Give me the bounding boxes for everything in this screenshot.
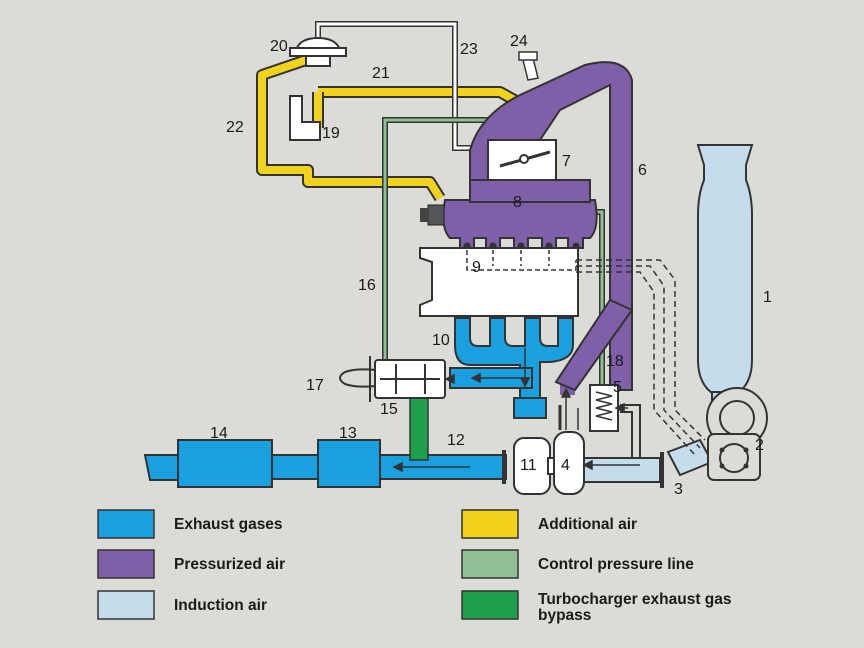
legend-label-bypass-2: bypass: [538, 607, 591, 624]
label-9: 9: [472, 259, 481, 276]
exhaust-pipe: [143, 397, 547, 484]
legend-swatch-control: [461, 549, 519, 579]
flow-arrows: [392, 348, 640, 473]
legend-label-additional: Additional air: [538, 516, 637, 533]
label-23: 23: [460, 41, 478, 58]
label-1: 1: [763, 289, 772, 306]
label-18: 18: [606, 353, 624, 370]
label-12: 12: [447, 432, 465, 449]
turbocharger: [513, 405, 585, 495]
intake-manifold: [442, 179, 598, 250]
legend-swatch-induction: [97, 590, 155, 620]
legend-label-induction: Induction air: [174, 597, 267, 614]
label-22: 22: [226, 119, 244, 136]
label-20: 20: [270, 38, 288, 55]
label-21: 21: [372, 65, 390, 82]
legend-label-exhaust: Exhaust gases: [174, 516, 283, 533]
label-15: 15: [380, 401, 398, 418]
label-16: 16: [358, 277, 376, 294]
line-23: [315, 21, 490, 151]
label-8: 8: [513, 194, 522, 211]
dashed-sensor-lines: [576, 259, 706, 456]
label-13: 13: [339, 425, 357, 442]
relief-valve: [589, 384, 641, 458]
label-10: 10: [432, 332, 450, 349]
air-filter: [696, 144, 754, 411]
exhaust-manifold: [449, 317, 574, 399]
label-3: 3: [674, 481, 683, 498]
legend-additional: Additional air: [461, 509, 637, 539]
legend-swatch-bypass: [461, 590, 519, 620]
muffler-13: [317, 439, 381, 488]
label-11: 11: [520, 457, 537, 474]
legend-exhaust: Exhaust gases: [97, 509, 283, 539]
label-14: 14: [210, 425, 228, 442]
engine-block: [419, 247, 579, 317]
cap-24: [518, 51, 539, 81]
label-2: 2: [755, 437, 764, 454]
label-24: 24: [510, 33, 528, 50]
induction-duct: [579, 438, 714, 488]
legend-swatch-pressurized: [97, 549, 155, 579]
legend-bypass: Turbocharger exhaust gas bypass: [461, 590, 732, 624]
vacuum-actuator-20: [289, 36, 347, 67]
throttle-body: [487, 139, 557, 181]
label-6: 6: [638, 162, 647, 179]
legend-label-pressurized: Pressurized air: [174, 556, 285, 573]
label-7: 7: [562, 153, 571, 170]
legend-induction: Induction air: [97, 590, 267, 620]
legend: Exhaust gases Pressurized air Induction …: [97, 509, 732, 624]
turbo-inlet-housing: [706, 387, 768, 481]
legend-swatch-additional: [461, 509, 519, 539]
legend-pressurized: Pressurized air: [97, 549, 285, 579]
legend-control: Control pressure line: [461, 549, 694, 579]
label-19: 19: [322, 125, 340, 142]
legend-label-control: Control pressure line: [538, 556, 694, 573]
number-labels: 1 2 3 4 5 6 7 8 9 10 11 12 13 14 15 16 1…: [210, 33, 772, 498]
wastegate-valve: [339, 356, 446, 402]
label-17: 17: [306, 377, 324, 394]
component-19: [289, 95, 321, 141]
bypass-line: [409, 394, 429, 461]
muffler-14: [177, 439, 273, 488]
auxiliary-air-valve: [420, 204, 445, 226]
legend-label-bypass-1: Turbocharger exhaust gas: [538, 591, 732, 608]
label-4: 4: [561, 457, 570, 474]
label-5: 5: [613, 379, 622, 396]
legend-swatch-exhaust: [97, 509, 155, 539]
